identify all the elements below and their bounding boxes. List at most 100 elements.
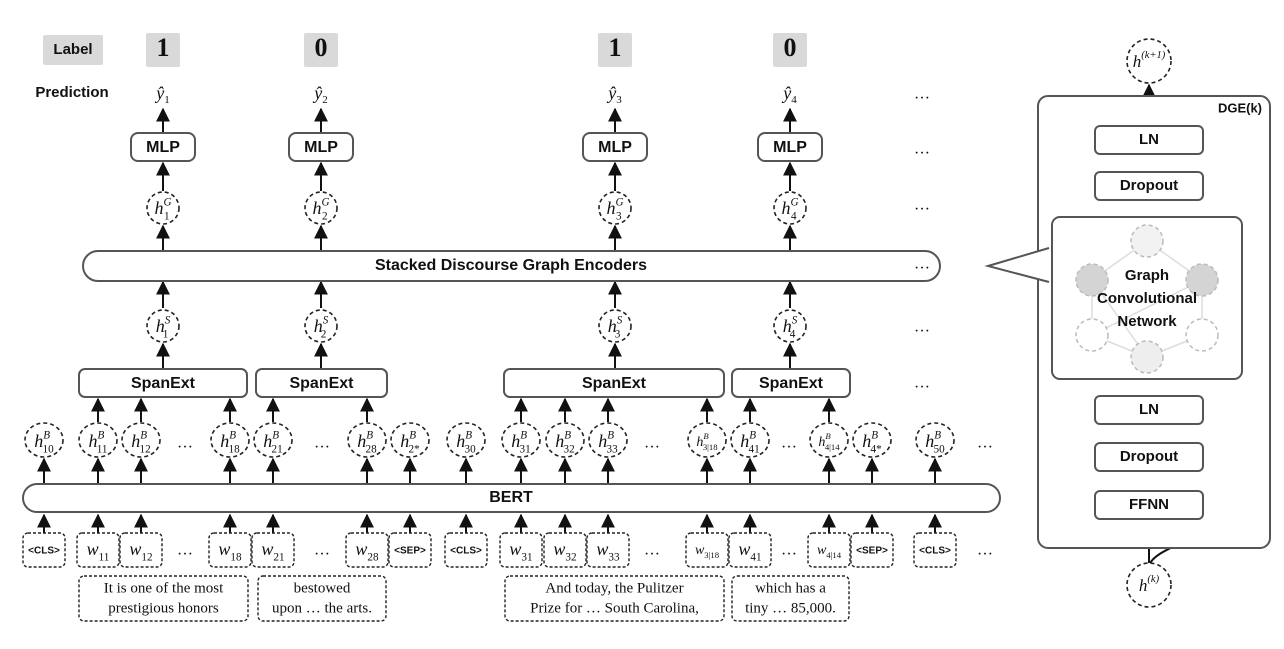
bert-state-14	[809, 422, 849, 458]
bert-label: BERT	[489, 489, 533, 506]
token-label-4: w18	[218, 539, 242, 563]
bert-state-13	[730, 422, 770, 458]
dge-ln-top-label: LN	[1139, 131, 1159, 148]
token-label-2: w11	[87, 539, 110, 563]
mlp-label-2: MLP	[304, 139, 338, 156]
dge-dropout-top-label: Dropout	[1120, 177, 1178, 194]
label-title-box	[43, 35, 103, 65]
prediction-3: ŷ3	[606, 83, 622, 105]
token-box-6	[345, 532, 389, 568]
token-label-13: w41	[738, 539, 761, 563]
token-label-14: w4|14	[817, 543, 842, 560]
ellipsis-right-4: …	[914, 319, 930, 336]
bert-state-2	[78, 422, 118, 458]
token-label-16: <CLS>	[919, 546, 951, 557]
token-box-16	[913, 532, 957, 568]
prediction-1: ŷ1	[154, 83, 170, 105]
dge-dropout-top-box	[1094, 171, 1204, 201]
gcn-edge-8	[1091, 279, 1203, 336]
ellipsis-tokens-1: …	[177, 542, 193, 559]
shapes-layer	[22, 33, 1271, 622]
spanext-box-4	[731, 368, 851, 398]
gcn-node-4	[1075, 318, 1109, 352]
graph-node-2	[304, 191, 338, 225]
bert-bar	[22, 483, 1001, 513]
prediction-4: ŷ4	[781, 83, 797, 105]
graph-node-4	[773, 191, 807, 225]
token-box-12	[685, 532, 729, 568]
token-box-11	[586, 532, 630, 568]
mlp-box-2	[288, 132, 354, 162]
mlp-label-4: MLP	[773, 139, 807, 156]
bert-state-5	[253, 422, 293, 458]
token-box-13	[728, 532, 772, 568]
token-box-7	[388, 532, 432, 568]
spanext-label-1: SpanExt	[131, 375, 196, 392]
token-label-3: w12	[129, 539, 152, 563]
bert-state-6	[347, 422, 387, 458]
sdge-bar	[82, 250, 941, 282]
token-label-8: <CLS>	[450, 546, 482, 557]
bert-state-3	[121, 422, 161, 458]
token-box-3	[119, 532, 163, 568]
edu-box-4	[731, 575, 850, 622]
span-node-4	[773, 309, 807, 343]
gcn-label-line-1: Graph	[1125, 267, 1169, 284]
dge-dropout-bottom-label: Dropout	[1120, 448, 1178, 465]
gcn-node-2	[1075, 263, 1109, 297]
token-label-6: w28	[355, 539, 379, 563]
ellipsis-spanext: …	[914, 375, 930, 392]
mlp-box-1	[130, 132, 196, 162]
mlp-box-3	[582, 132, 648, 162]
span-node-2	[304, 309, 338, 343]
edu-line1-4: which has a	[755, 580, 826, 596]
spanext-box-1	[78, 368, 248, 398]
bert-state-15	[852, 422, 892, 458]
ellipsis-states-5: …	[977, 435, 993, 452]
token-label-9: w31	[509, 539, 532, 563]
spanext-label-2: SpanExt	[289, 375, 354, 392]
mlp-box-4	[757, 132, 823, 162]
prediction-2: ŷ2	[312, 83, 328, 105]
bert-state-16	[915, 422, 955, 458]
edu-line1-3: And today, the Pulitzer	[545, 580, 683, 596]
dge-dropout-bottom-box	[1094, 442, 1204, 472]
edu-line1-1: It is one of the most	[104, 580, 224, 596]
edu-box-2	[257, 575, 387, 622]
graph-node-1	[146, 191, 180, 225]
dge-top-node	[1126, 38, 1172, 84]
edu-line2-2: upon … the arts.	[272, 600, 372, 616]
gcn-node-3	[1185, 263, 1219, 297]
dge-ffnn-label: FFNN	[1129, 496, 1169, 513]
bert-state-8	[446, 422, 486, 458]
dge-title: DGE(k)	[1218, 100, 1262, 115]
dge-ln-bottom-box	[1094, 395, 1204, 425]
edu-box-1	[78, 575, 249, 622]
ellipsis-right-2: …	[914, 197, 930, 214]
bert-state-10	[545, 422, 585, 458]
dge-ln-bottom-label: LN	[1139, 401, 1159, 418]
ellipsis-right-3: …	[914, 256, 930, 273]
spanext-box-2	[255, 368, 388, 398]
label-value-2: 0	[315, 33, 328, 62]
token-label-12: w3|18	[695, 543, 719, 560]
edu-line2-4: tiny … 85,000.	[745, 600, 836, 616]
token-box-9	[499, 532, 543, 568]
ellipsis-tokens-2: …	[314, 542, 330, 559]
edu-line2-3: Prize for … South Carolina,	[530, 600, 699, 616]
